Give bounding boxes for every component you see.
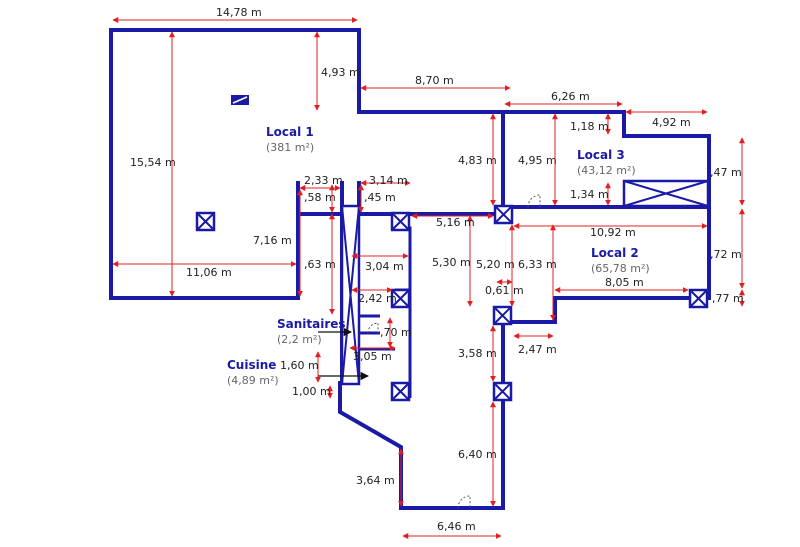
dim-label: 1,00 m (292, 385, 331, 398)
room-name-local2: Local 2 (591, 246, 639, 260)
pillar-icon (390, 381, 411, 402)
dim-label: 4,92 m (652, 116, 691, 129)
dim-label: ,63 m (304, 258, 336, 271)
dim-label: 8,05 m (605, 276, 644, 289)
room-area-local3: (43,12 m²) (577, 164, 636, 177)
dim-label: ,72 m (710, 248, 742, 261)
dim-label: 2,33 m (304, 174, 343, 187)
dim-label: 6,33 m (518, 258, 557, 271)
dim-label: 3,04 m (365, 260, 404, 273)
room-name-local3: Local 3 (577, 148, 625, 162)
pillar-icon (195, 211, 216, 232)
door-icon (367, 322, 379, 334)
room-area-sanitaires: (2,2 m²) (277, 333, 322, 346)
dim-label: 3,58 m (458, 347, 497, 360)
dim-label: ,47 m (710, 166, 742, 179)
dim-label: 4,93 m (321, 66, 360, 79)
wall-local2 (338, 205, 711, 510)
dim-label: 8,70 m (415, 74, 454, 87)
dim-label: 6,26 m (551, 90, 590, 103)
dim-label: 3,64 m (356, 474, 395, 487)
dim-label: 4,95 m (518, 154, 557, 167)
room-labels: Local 1 (381 m²) Local 3 (43,12 m²) Loca… (227, 125, 650, 387)
room-name-sanitaires: Sanitaires (277, 317, 346, 331)
stair-icon (340, 204, 361, 386)
dim-label: 6,46 m (437, 520, 476, 533)
dim-label: ,77 m (712, 292, 744, 305)
dim-label: ,45 m (364, 191, 396, 204)
storage-icon (622, 179, 710, 208)
dim-label: 14,78 m (216, 6, 262, 19)
dim-label: 11,06 m (186, 266, 232, 279)
dimension-labels: 14,78 m 4,93 m 8,70 m 6,26 m 4,92 m 1,18… (130, 6, 744, 533)
electric-panel-icon (231, 95, 249, 105)
door-icon (457, 495, 471, 509)
wall-local1 (109, 28, 711, 209)
dim-label: 3,14 m (369, 174, 408, 187)
pillar-icon (390, 211, 411, 232)
pillar-icon (493, 204, 514, 225)
room-area-local2: (65,78 m²) (591, 262, 650, 275)
room-name-cuisine: Cuisine (227, 358, 276, 372)
room-area-local1: (381 m²) (266, 141, 314, 154)
dim-label: 10,92 m (590, 226, 636, 239)
dim-label: 15,54 m (130, 156, 176, 169)
doors (367, 194, 541, 509)
pillar-icon (390, 288, 411, 309)
room-name-local1: Local 1 (266, 125, 314, 139)
dim-label: 5,20 m (476, 258, 515, 271)
dim-label: ,58 m (304, 191, 336, 204)
dim-label: 7,16 m (253, 234, 292, 247)
pillars (195, 179, 710, 402)
dim-label: 4,83 m (458, 154, 497, 167)
dim-label: 5,30 m (432, 256, 471, 269)
dim-label: 5,16 m (436, 216, 475, 229)
dim-label: 6,40 m (458, 448, 497, 461)
dim-label: 2,47 m (518, 343, 557, 356)
dim-label: 0,61 m (485, 284, 524, 297)
room-area-cuisine: (4,89 m²) (227, 374, 279, 387)
dim-label: 3,05 m (353, 350, 392, 363)
pillar-icon (688, 288, 709, 309)
dim-label: 2,42 m (358, 292, 397, 305)
dim-label: ,70 m (380, 326, 412, 339)
door-icon (527, 194, 541, 208)
dim-label: 1,60 m (280, 359, 319, 372)
dimension-lines (112, 17, 745, 539)
pillar-icon (492, 305, 513, 326)
dim-label: 1,18 m (570, 120, 609, 133)
dim-label: 1,34 m (570, 188, 609, 201)
pillar-icon (492, 381, 513, 402)
